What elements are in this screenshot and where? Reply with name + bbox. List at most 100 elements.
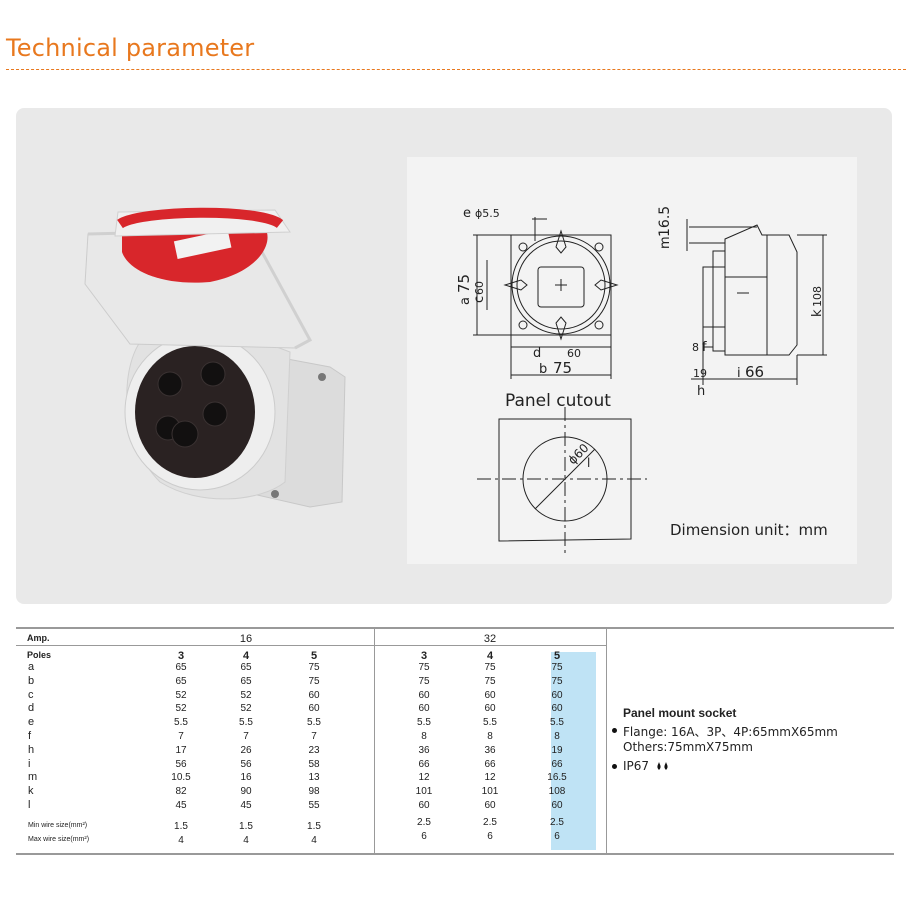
table-cell: 5.5 <box>483 717 497 729</box>
table-cell: 16 <box>240 772 252 784</box>
table-cell: 26 <box>240 744 252 756</box>
dim-d-label: d <box>533 346 541 361</box>
dim-a-label: a <box>458 297 473 305</box>
table-cell: 60 <box>418 800 430 811</box>
table-cell: 5.5 <box>239 717 253 729</box>
product-photo <box>84 207 346 508</box>
dimension-unit-label: Dimension unit：mm <box>670 521 828 539</box>
table-cell: 56 <box>240 758 252 770</box>
table-cell: 60 <box>418 703 430 715</box>
table-cell: 52 <box>240 703 252 715</box>
table-cell: 12 <box>484 772 496 784</box>
table-cell: 6 <box>554 831 560 842</box>
bullet-icon <box>612 728 617 733</box>
amp-32: 32 <box>483 633 497 645</box>
row-label: b <box>28 674 35 687</box>
table-cell: 75 <box>484 662 496 673</box>
panel-cutout-label: Panel cutout <box>505 391 611 411</box>
table-cell: 5.5 <box>550 717 564 729</box>
page-title: Technical parameter <box>6 34 255 62</box>
dim-b-label: b <box>539 362 547 377</box>
table-cell: 6 <box>487 831 493 842</box>
table-cell: 75 <box>551 662 563 673</box>
title-divider <box>6 69 906 70</box>
table-cell: 52 <box>175 703 187 715</box>
table-cell: 16.5 <box>547 772 567 784</box>
table-cell: 45 <box>240 800 252 811</box>
table-cell: 13 <box>308 772 320 784</box>
pole-header: 3 <box>420 650 428 662</box>
table-cell: 2.5 <box>483 817 497 828</box>
table-cell: 75 <box>551 675 563 687</box>
row-label: a <box>28 661 35 673</box>
poles-label: Poles <box>27 650 52 660</box>
row-label: c <box>28 688 34 701</box>
table-cell: 36 <box>418 744 430 756</box>
table-cell: 60 <box>484 689 496 701</box>
amp-label: Amp. <box>27 633 50 643</box>
bullet-icon <box>612 764 617 769</box>
table-cell: 90 <box>240 786 252 798</box>
table-cell: 45 <box>175 800 187 811</box>
row-label: f <box>28 730 32 742</box>
row-label: h <box>28 743 35 756</box>
table-cell: 8 <box>421 731 427 742</box>
dim-h-label: h <box>697 384 705 399</box>
row-label: m <box>28 771 38 784</box>
dim-m-label: m <box>658 236 673 249</box>
table-cell: 1.5 <box>239 821 253 832</box>
table-cell: 5.5 <box>307 717 321 729</box>
table-cell: 60 <box>418 689 430 701</box>
table-cell: 75 <box>484 675 496 687</box>
water-drop-icon <box>657 762 668 770</box>
table-cell: 75 <box>308 675 320 687</box>
table-cell: 60 <box>484 703 496 715</box>
table-divider <box>374 629 375 853</box>
table-cell: 60 <box>551 703 563 715</box>
table-cell: 101 <box>415 786 433 798</box>
dim-i-label: i <box>737 366 741 381</box>
row-label: l <box>28 799 31 811</box>
table-cell: 65 <box>240 675 252 687</box>
table-cell: 19 <box>551 744 563 756</box>
table-cell: 7 <box>178 731 184 742</box>
table-cell: 8 <box>554 731 560 742</box>
row-label: d <box>28 702 35 715</box>
dim-d-value: 60 <box>567 347 581 360</box>
table-cell: 2.5 <box>550 817 564 828</box>
table-cell: 5.5 <box>417 717 431 729</box>
table-cell: 75 <box>418 675 430 687</box>
dim-b-value: 75 <box>553 359 572 377</box>
table-cell: 75 <box>418 662 430 673</box>
description-title: Panel mount socket <box>623 706 737 720</box>
pole-header: 4 <box>242 650 250 662</box>
pole-header: 3 <box>177 650 185 662</box>
amp-16: 16 <box>239 633 253 645</box>
table-cell: 6 <box>421 831 427 842</box>
pole-header: 5 <box>310 650 318 662</box>
table-cell: 17 <box>175 744 187 756</box>
table-cell: 4 <box>178 835 184 846</box>
dim-a-value: 75 <box>455 274 473 293</box>
table-cell: 56 <box>175 758 187 770</box>
table-divider <box>606 629 607 853</box>
highlight-column <box>551 652 596 850</box>
dim-e-label: e <box>463 206 471 221</box>
table-cell: 101 <box>481 786 499 798</box>
flange-spec: Flange: 16A、3P、4P:65mmX65mm <box>623 725 838 739</box>
table-cell: 5.5 <box>174 717 188 729</box>
dim-i-value: 66 <box>745 363 764 381</box>
table-cell: 65 <box>175 675 187 687</box>
table-cell: 1.5 <box>174 821 188 832</box>
table-cell: 66 <box>551 758 563 770</box>
dim-k-label: k <box>810 309 825 317</box>
table-cell: 75 <box>308 662 320 673</box>
dim-e-value: ϕ5.5 <box>475 207 500 220</box>
table-cell: 7 <box>311 731 317 742</box>
table-cell: 52 <box>175 689 187 701</box>
table-cell: 66 <box>484 758 496 770</box>
table-cell: 8 <box>487 731 493 742</box>
dim-c-value: 60 <box>473 281 486 295</box>
dim-f-label: f <box>702 340 707 355</box>
